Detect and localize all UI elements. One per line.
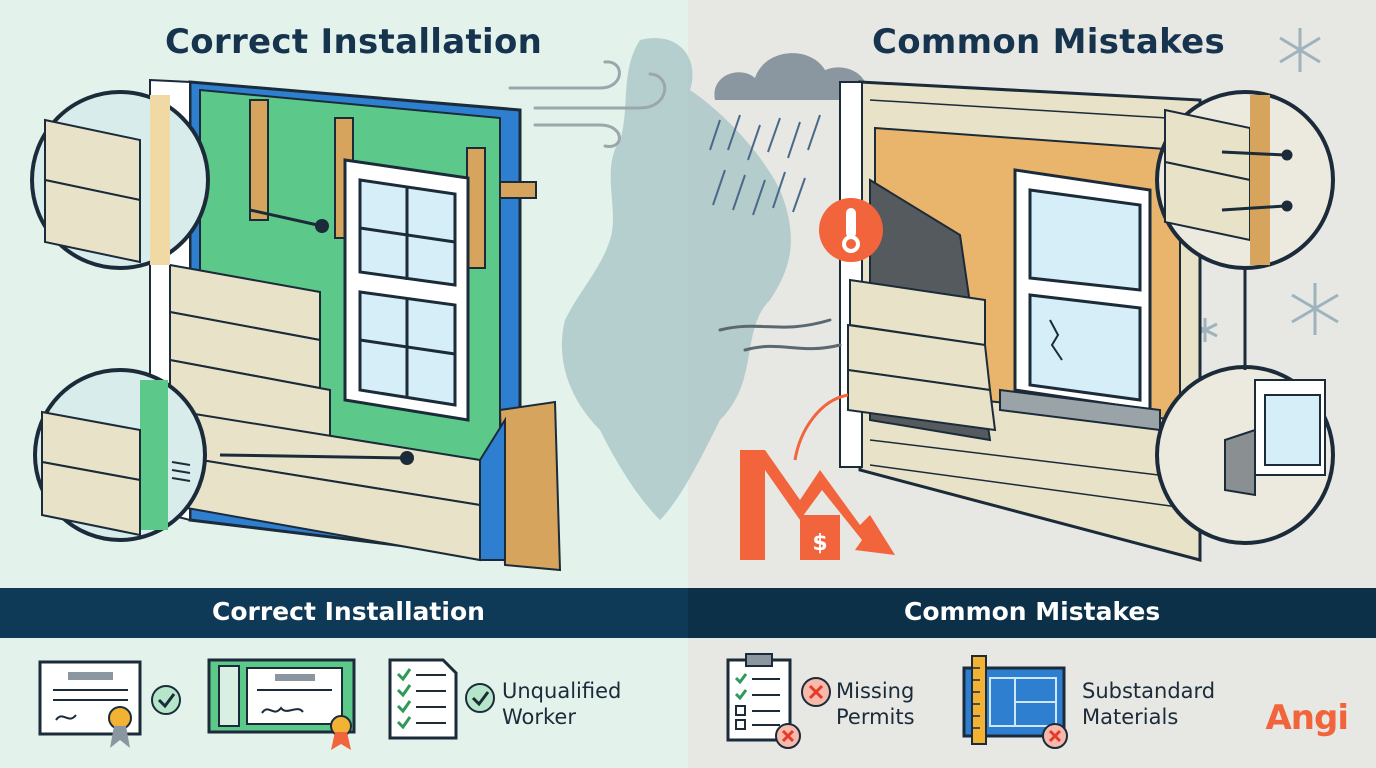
license-icon: [207, 658, 356, 750]
rain-cloud-icon: [709, 53, 868, 216]
thermometer-icon: [819, 198, 883, 262]
right-band-title: Common Mistakes: [904, 597, 1161, 626]
clipboard-icon: [726, 653, 831, 749]
mistake-wall-illustration: [839, 80, 1202, 562]
left-title: Correct Installation: [165, 22, 543, 62]
illustration: $: [30, 28, 1339, 572]
left-band-title: Correct Installation: [212, 597, 485, 626]
correct-wall-illustration: [149, 78, 562, 572]
snowflake-icon: [1192, 28, 1339, 342]
blueprint-icon: [962, 655, 1068, 749]
substandard-materials-label: Substandard Materials: [1082, 679, 1216, 729]
angi-logo: Angi: [1265, 698, 1349, 738]
right-title: Common Mistakes: [872, 22, 1225, 62]
right-band: Common Mistakes: [688, 588, 1376, 638]
svg-text:$: $: [812, 531, 827, 556]
checklist-icon: [388, 658, 495, 740]
price-drop-icon: $: [740, 393, 895, 560]
detail-callout-top: [30, 90, 210, 270]
unqualified-worker-label: Unqualified Worker: [502, 679, 622, 729]
wind-arrows: [718, 318, 842, 352]
wind-icon: [508, 60, 667, 148]
detail-callout-flashing: [1155, 268, 1335, 545]
check-icon: [465, 683, 495, 713]
detail-callout-bottom: [33, 368, 207, 542]
left-band: Correct Installation: [0, 588, 688, 638]
missing-permits-label: Missing Permits: [836, 679, 915, 729]
state-map-shape: [561, 38, 791, 520]
certificate-icon: [38, 660, 181, 748]
detail-callout-nails: [1155, 90, 1335, 270]
nail-icon: [1221, 149, 1293, 212]
